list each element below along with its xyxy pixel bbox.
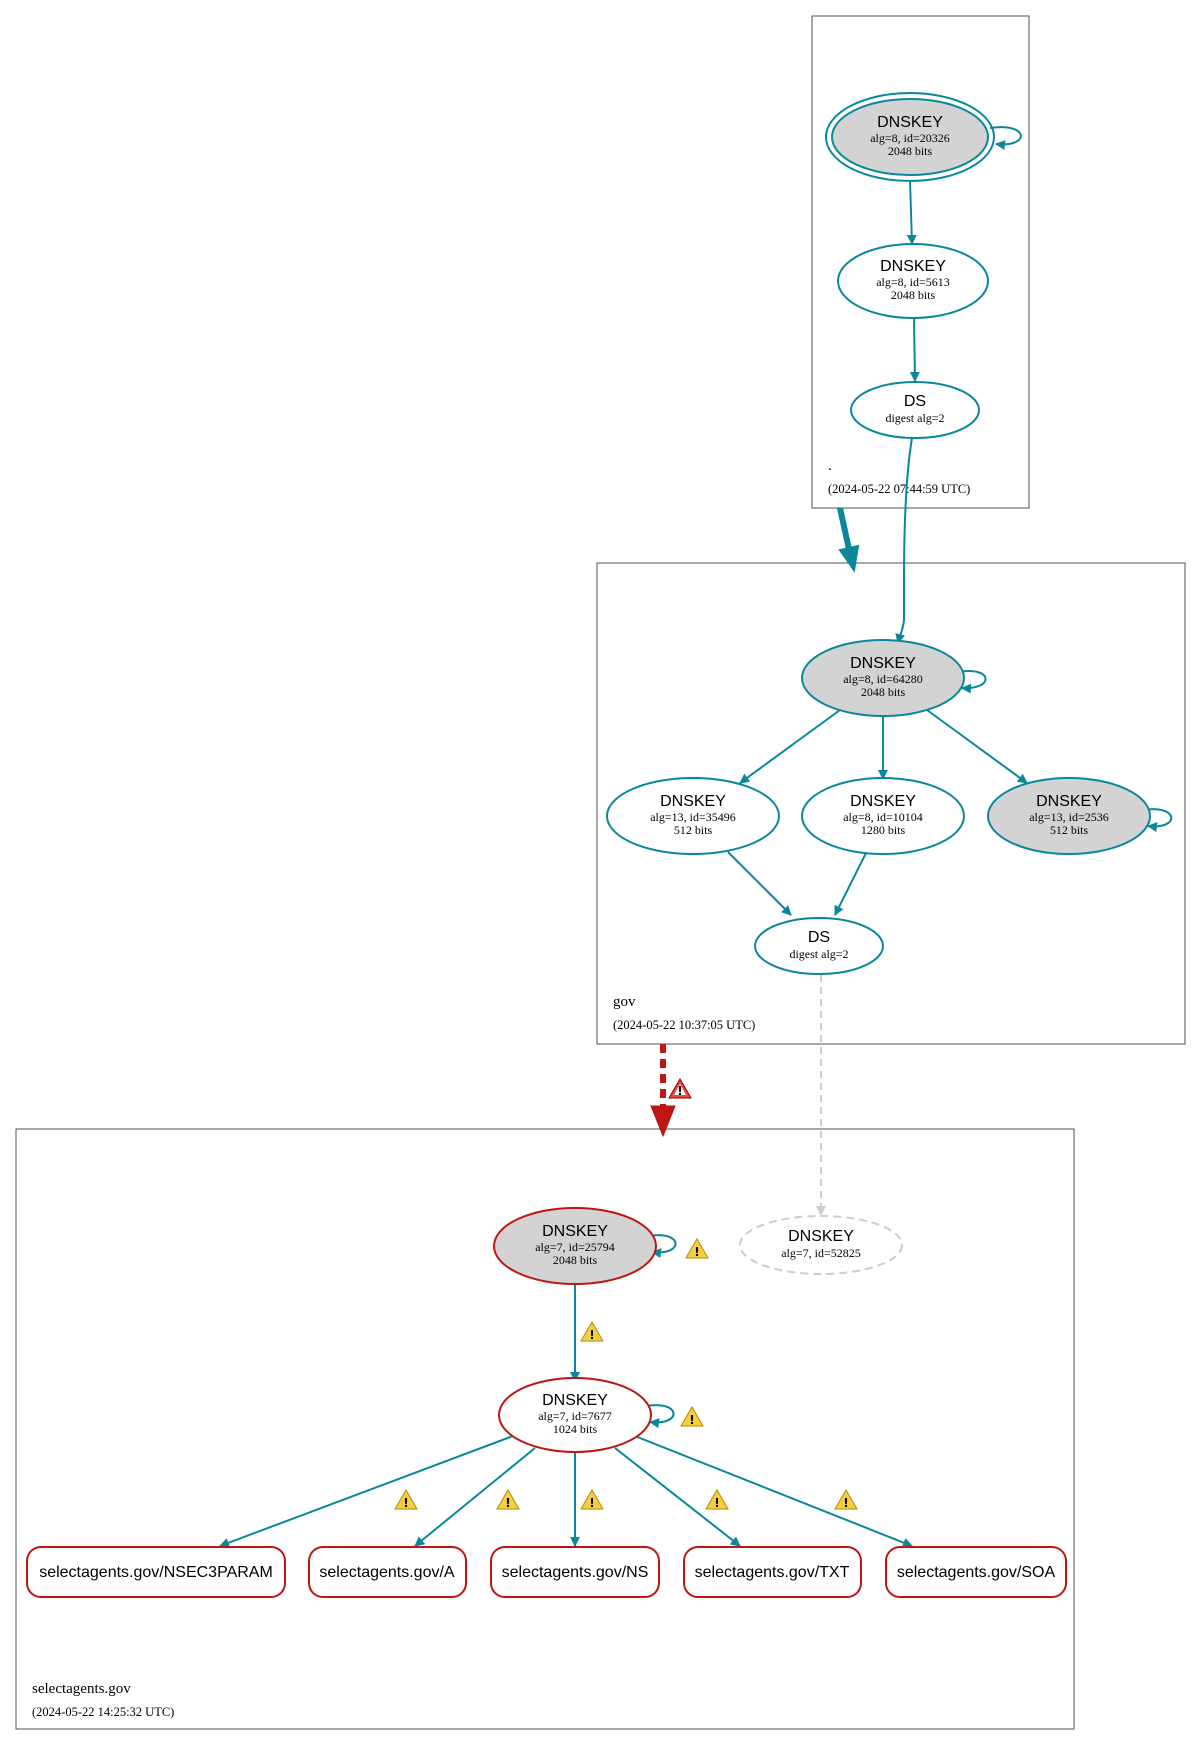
node-gov-key-35496-line1: alg=13, id=35496 (650, 810, 736, 824)
svg-text:!: ! (714, 1496, 719, 1510)
node-root-zsk-title: DNSKEY (880, 258, 946, 275)
node-sa-ksk: DNSKEY alg=7, id=25794 2048 bits (493, 1207, 657, 1285)
delegation-root-to-gov (837, 507, 853, 555)
delegation-gov-to-selectagents-head (650, 1105, 676, 1138)
svg-text:!: ! (403, 1496, 408, 1510)
node-gov-key-2536-line2: 512 bits (1050, 823, 1089, 837)
svg-text:!: ! (843, 1496, 848, 1510)
self-loop-gov-2536 (1141, 808, 1173, 833)
warning-icon: ! (680, 1406, 704, 1427)
node-root-ksk: DNSKEY alg=8, id=20326 2048 bits (825, 92, 995, 182)
node-gov-key-2536: DNSKEY alg=13, id=2536 512 bits (987, 777, 1151, 855)
warning-icon: ! (496, 1489, 520, 1510)
edge-gov-ksk-to-35496 (739, 709, 841, 784)
svg-text:!: ! (589, 1328, 594, 1342)
svg-text:!: ! (689, 1413, 694, 1427)
zone-selectagents: selectagents.gov (2024-05-22 14:25:32 UT… (15, 1128, 1075, 1730)
edge-gov-35496-to-ds (727, 851, 792, 916)
edge-gov-ksk-to-2536 (926, 709, 1028, 784)
node-root-ds-title: DS (904, 393, 926, 410)
node-sa-ksk-line2: 2048 bits (553, 1253, 598, 1267)
edge-gov-10104-to-ds (834, 852, 867, 916)
node-gov-ds-title: DS (808, 929, 830, 946)
node-gov-ksk-title: DNSKEY (850, 655, 916, 672)
svg-text:!: ! (677, 1084, 682, 1098)
edge-root-ds-to-gov-ksk (895, 437, 913, 644)
warning-icon: ! (394, 1489, 418, 1510)
node-root-zsk-line1: alg=8, id=5613 (876, 275, 950, 289)
warning-icon: ! (580, 1321, 604, 1342)
rrset-a: selectagents.gov/A (308, 1546, 467, 1598)
warning-icon: ! (685, 1238, 709, 1259)
node-sa-zsk-line2: 1024 bits (553, 1422, 598, 1436)
rrset-ns: selectagents.gov/NS (490, 1546, 660, 1598)
zone-gov-name: gov (613, 994, 636, 1010)
svg-text:!: ! (505, 1496, 510, 1510)
edge-zsk-to-soa (634, 1435, 913, 1548)
zone-gov: gov (2024-05-22 10:37:05 UTC) (596, 562, 1186, 1045)
node-gov-ds: DS digest alg=2 (754, 917, 884, 975)
zone-selectagents-timestamp: (2024-05-22 14:25:32 UTC) (32, 1705, 174, 1719)
zone-root-name: . (828, 458, 832, 474)
rrset-txt: selectagents.gov/TXT (683, 1546, 862, 1598)
node-sa-ksk-line1: alg=7, id=25794 (535, 1240, 615, 1254)
svg-text:!: ! (694, 1245, 699, 1259)
rrset-ns-label: selectagents.gov/NS (502, 1564, 649, 1581)
zone-root-timestamp: (2024-05-22 07:44:59 UTC) (828, 482, 970, 496)
error-icon: ! (668, 1078, 692, 1099)
edge-zsk-to-nsec3param (219, 1435, 514, 1548)
edge-zsk-to-a (414, 1447, 536, 1547)
node-sa-missing-key-title: DNSKEY (788, 1228, 854, 1245)
edge-root-zsk-to-ds (909, 317, 920, 382)
node-gov-key-10104: DNSKEY alg=8, id=10104 1280 bits (801, 777, 965, 855)
node-gov-key-2536-title: DNSKEY (1036, 793, 1102, 810)
rrset-soa: selectagents.gov/SOA (885, 1546, 1067, 1598)
node-gov-key-35496-title: DNSKEY (660, 793, 726, 810)
node-root-ksk-line1: alg=8, id=20326 (870, 131, 950, 145)
node-gov-key-10104-title: DNSKEY (850, 793, 916, 810)
rrset-nsec3param: selectagents.gov/NSEC3PARAM (26, 1546, 286, 1598)
node-sa-zsk-line1: alg=7, id=7677 (538, 1409, 612, 1423)
node-gov-key-10104-line1: alg=8, id=10104 (843, 810, 923, 824)
node-gov-ksk-line2: 2048 bits (861, 685, 906, 699)
node-gov-key-2536-line1: alg=13, id=2536 (1029, 810, 1109, 824)
node-root-zsk: DNSKEY alg=8, id=5613 2048 bits (837, 243, 989, 319)
rrset-a-label: selectagents.gov/A (319, 1564, 455, 1581)
node-root-ksk-line2: 2048 bits (888, 144, 933, 158)
node-sa-ksk-title: DNSKEY (542, 1223, 608, 1240)
node-root-zsk-line2: 2048 bits (891, 288, 936, 302)
self-loop-gov-ksk (957, 670, 987, 694)
self-loop-sa-zsk (645, 1404, 675, 1429)
self-loop-sa-ksk (647, 1234, 677, 1259)
node-gov-key-10104-line2: 1280 bits (861, 823, 906, 837)
node-sa-missing-key-line1: alg=7, id=52825 (781, 1246, 861, 1260)
warning-icon: ! (705, 1489, 729, 1510)
node-root-ds: DS digest alg=2 (850, 381, 980, 439)
zone-root: . (2024-05-22 07:44:59 UTC) (811, 15, 1030, 509)
rrset-txt-label: selectagents.gov/TXT (695, 1564, 850, 1581)
delegation-root-to-gov-head (838, 544, 860, 573)
node-sa-zsk: DNSKEY alg=7, id=7677 1024 bits (498, 1377, 652, 1453)
warning-icon: ! (834, 1489, 858, 1510)
self-loop-root-ksk (989, 126, 1022, 151)
zone-gov-timestamp: (2024-05-22 10:37:05 UTC) (613, 1018, 755, 1032)
node-gov-key-35496-line2: 512 bits (674, 823, 713, 837)
warning-icon: ! (580, 1489, 604, 1510)
rrset-soa-label: selectagents.gov/SOA (897, 1564, 1056, 1581)
node-gov-key-35496: DNSKEY alg=13, id=35496 512 bits (606, 777, 780, 855)
node-root-ds-line1: digest alg=2 (885, 411, 944, 425)
node-gov-ds-line1: digest alg=2 (789, 947, 848, 961)
node-gov-ksk-line1: alg=8, id=64280 (843, 672, 923, 686)
node-sa-missing-key: DNSKEY alg=7, id=52825 (739, 1215, 903, 1275)
rrset-nsec3param-label: selectagents.gov/NSEC3PARAM (39, 1564, 273, 1581)
edge-root-ksk-to-zsk (906, 179, 917, 245)
zone-selectagents-name: selectagents.gov (32, 1681, 131, 1697)
node-root-ksk-title: DNSKEY (877, 114, 943, 131)
node-sa-zsk-title: DNSKEY (542, 1392, 608, 1409)
node-gov-ksk: DNSKEY alg=8, id=64280 2048 bits (801, 639, 965, 717)
edge-zsk-to-txt (614, 1447, 741, 1547)
svg-text:!: ! (589, 1496, 594, 1510)
